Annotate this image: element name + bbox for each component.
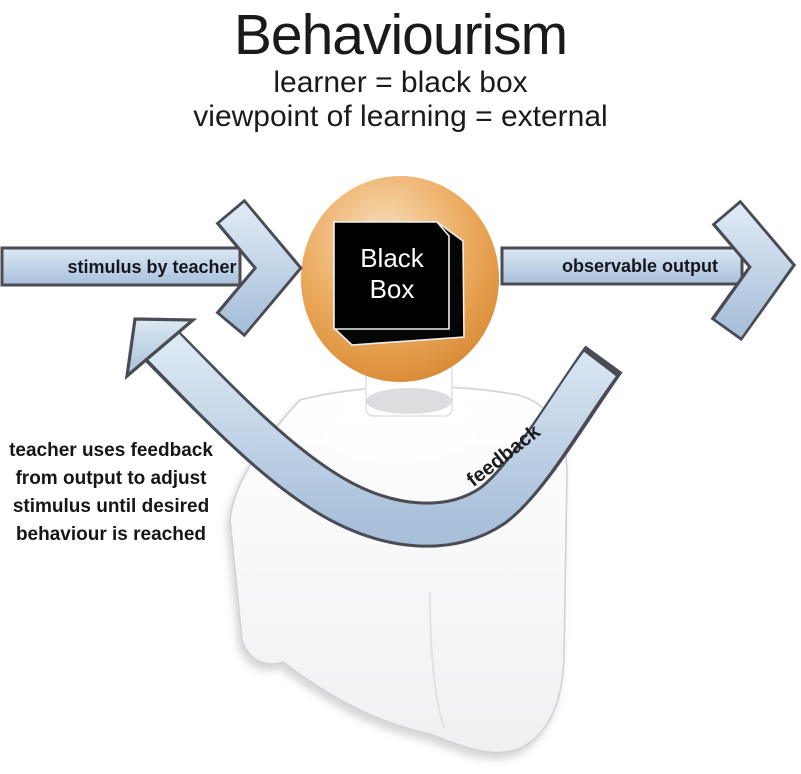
page-subtitle: learner = black box viewpoint of learnin…: [193, 66, 608, 133]
feedback-band: [147, 331, 617, 545]
output-arrow-label: observable output: [561, 255, 718, 276]
stimulus-arrow-label: stimulus by teacher: [67, 256, 237, 277]
output-arrowhead: [714, 203, 793, 338]
stimulus-arrowhead: [219, 202, 299, 334]
feedback-note: teacher uses feedback from output to adj…: [9, 440, 213, 545]
black-box-front-face: [333, 221, 450, 330]
page-title: Behaviourism: [233, 3, 568, 67]
neck-shadow: [366, 388, 452, 414]
output-arrow-shaft: [500, 246, 744, 286]
feedback-arrowhead: [124, 317, 198, 380]
torso-seam-line: [429, 591, 445, 729]
stimulus-arrow-shaft: [0, 246, 242, 287]
black-box-label: Black Box: [360, 243, 424, 304]
